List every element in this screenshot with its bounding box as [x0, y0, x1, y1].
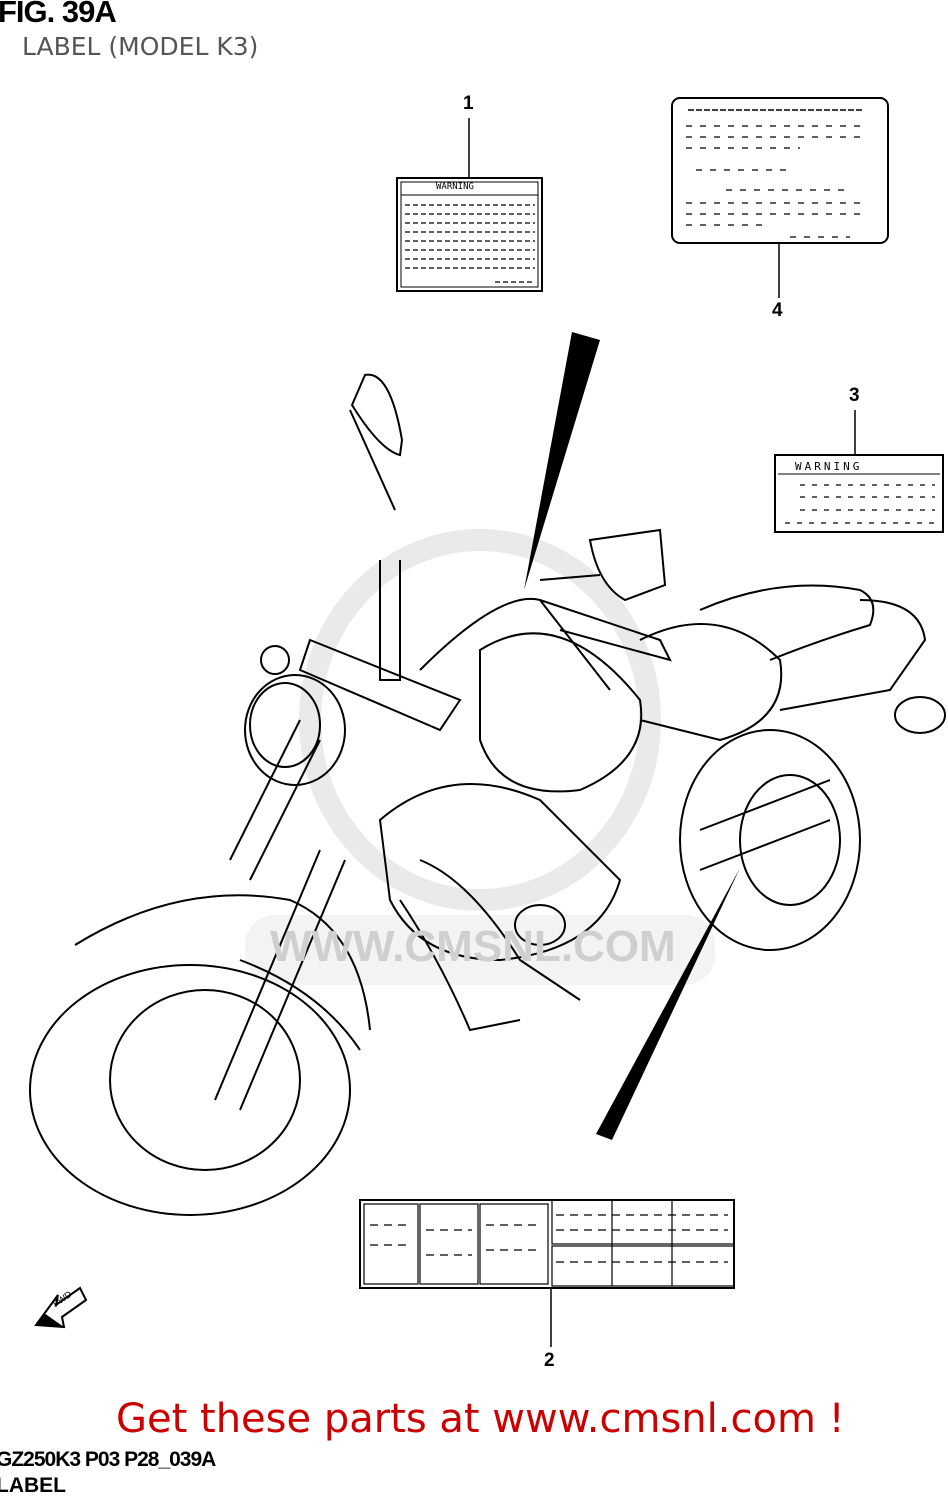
figure-title: FIG. 39A [0, 0, 117, 29]
label-3-warning[interactable] [774, 454, 944, 533]
label-1-warning[interactable] [396, 177, 543, 292]
callout-2[interactable]: 2 [544, 1350, 555, 1371]
callout-3[interactable]: 3 [849, 385, 860, 406]
pointer-label-2 [596, 868, 740, 1140]
watermark-text: WWW.CMSNL.COM [270, 922, 676, 971]
watermark-shape [245, 529, 715, 985]
pointer-label-1 [524, 332, 600, 590]
label-4[interactable] [671, 97, 889, 244]
callout-4[interactable]: 4 [772, 300, 783, 321]
label-3-header: WARNING [795, 460, 863, 473]
callout-1[interactable]: 1 [463, 93, 474, 114]
diagram-name: LABEL [0, 1474, 66, 1497]
figure-subtitle: LABEL (MODEL K3) [22, 32, 259, 61]
promo-link[interactable]: Get these parts at www.cmsnl.com ! [116, 1396, 845, 1442]
motorcycle-drawing [29, 373, 946, 1216]
label-2[interactable] [359, 1199, 735, 1289]
label-1-header: WARNING [436, 182, 474, 192]
diagram-code: GZ250K3 P03 P28_039A [0, 1448, 216, 1471]
fwd-arrow-icon [34, 1286, 88, 1329]
